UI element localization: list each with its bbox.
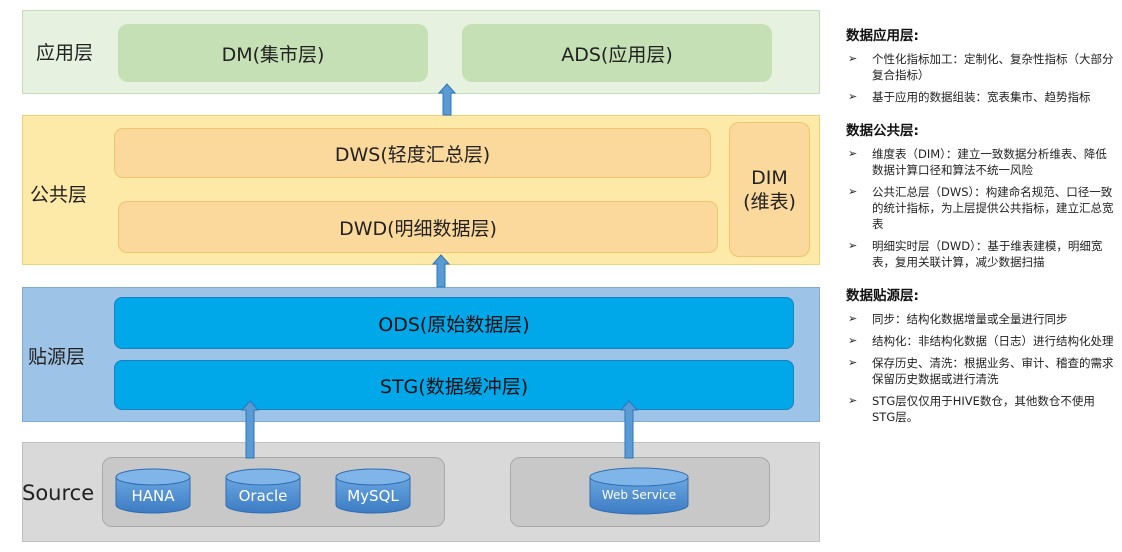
source-label: Source — [22, 481, 95, 505]
arrow-bullet-icon: ➢ — [848, 356, 858, 369]
list-item: ➢同步：结构化数据增量或全量进行同步 — [848, 312, 1068, 326]
arrow-bullet-icon: ➢ — [848, 90, 858, 103]
stg-box: STG(数据缓冲层) — [114, 360, 794, 410]
section-title: 数据公共层: — [846, 123, 919, 139]
common-layer-label: 公共层 — [30, 183, 88, 206]
arrow-bullet-icon: ➢ — [848, 185, 858, 198]
ods-box: ODS(原始数据层) — [114, 297, 794, 349]
dm-box: DM(集市层) — [118, 24, 428, 82]
list-item: ➢明细实时层（DWD）：基于维表建模，明细宽表，复用关联计算，减少数据扫描 — [848, 239, 1103, 269]
list-item: ➢公共汇总层（DWS）：构建命名规范、口径一致的统计指标，为上层提供公共指标，建… — [848, 185, 1114, 231]
section-title: 数据应用层: — [846, 28, 919, 44]
list-item: ➢基于应用的数据组装：宽表集市、趋势指标 — [848, 90, 1091, 104]
dim-box: DIM (维表) — [729, 122, 810, 257]
dim-title: DIM — [751, 166, 788, 189]
notes-panel: 数据应用层: ➢个性化指标加工：定制化、复杂性指标（大部分复合指标） ➢基于应用… — [846, 24, 1118, 439]
section-title: 数据贴源层: — [846, 288, 919, 304]
ads-box: ADS(应用层) — [462, 24, 772, 82]
notes-section-common: 数据公共层: ➢维度表（DIM）：建立一致数据分析维表、降低数据计算口径和算法不… — [846, 119, 1118, 270]
dwd-box: DWD(明细数据层) — [118, 201, 718, 253]
notes-section-app: 数据应用层: ➢个性化指标加工：定制化、复杂性指标（大部分复合指标） ➢基于应用… — [846, 24, 1118, 105]
service-group — [510, 457, 770, 527]
arrow-bullet-icon: ➢ — [848, 52, 858, 65]
source-layer-label: 贴源层 — [28, 345, 86, 368]
list-item: ➢维度表（DIM）：建立一致数据分析维表、降低数据计算口径和算法不统一风险 — [848, 147, 1107, 177]
dws-box: DWS(轻度汇总层) — [114, 128, 711, 178]
arrow-bullet-icon: ➢ — [848, 394, 858, 407]
list-item: ➢结构化：非结构化数据（日志）进行结构化处理 — [848, 334, 1114, 348]
arrow-bullet-icon: ➢ — [848, 312, 858, 325]
arrow-bullet-icon: ➢ — [848, 334, 858, 347]
arrow-bullet-icon: ➢ — [848, 239, 858, 252]
list-item: ➢STG层仅仅用于HIVE数仓，其他数仓不使用STG层。 — [848, 394, 1095, 424]
dim-subtitle: (维表) — [743, 190, 796, 213]
notes-section-source: 数据贴源层: ➢同步：结构化数据增量或全量进行同步 ➢结构化：非结构化数据（日志… — [846, 284, 1118, 425]
list-item: ➢保存历史、清洗：根据业务、审计、稽查的需求保留历史数据或进行清洗 — [848, 356, 1114, 386]
list-item: ➢个性化指标加工：定制化、复杂性指标（大部分复合指标） — [848, 52, 1114, 82]
app-layer-label: 应用层 — [36, 41, 94, 64]
database-group — [102, 457, 445, 527]
arrow-bullet-icon: ➢ — [848, 147, 858, 160]
